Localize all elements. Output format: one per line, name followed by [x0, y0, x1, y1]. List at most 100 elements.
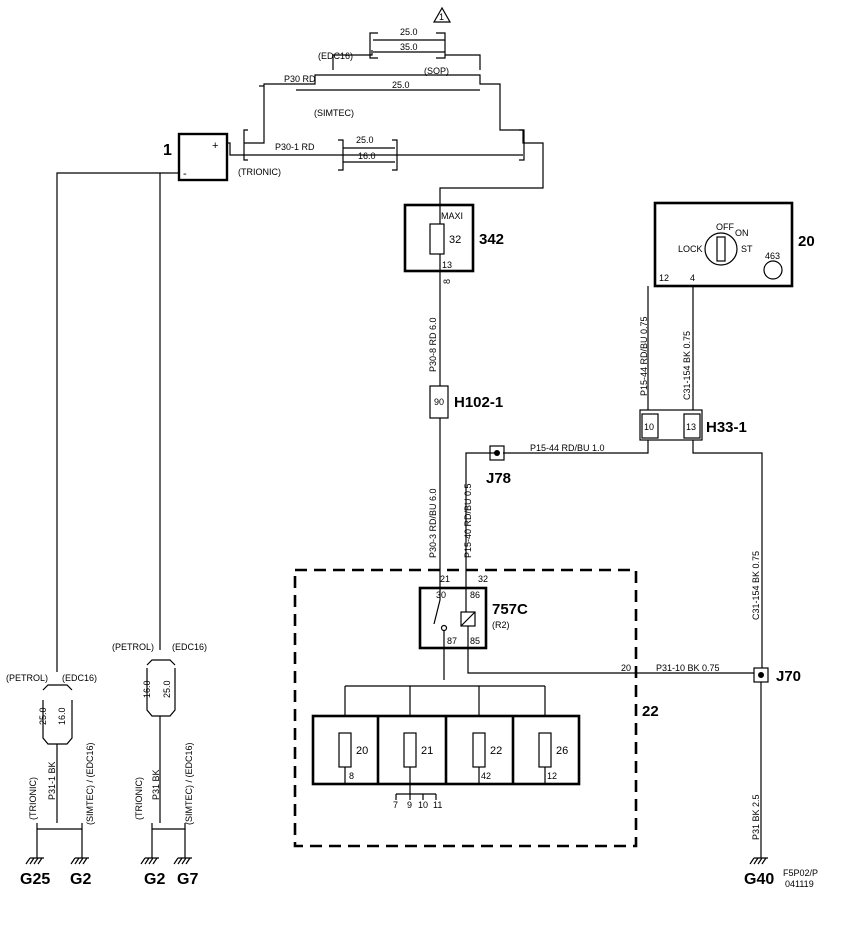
wire-size-16: 16.0: [358, 151, 376, 161]
wire-size-25b: 25.0: [392, 80, 410, 90]
fusebox-pin-32: 32: [478, 574, 488, 584]
wire-size-g25: 25.0: [38, 707, 48, 725]
variant-edc16-2: (EDC16): [172, 642, 207, 652]
variant-simtec-edc16-1: (SIMTEC) / (EDC16): [85, 742, 95, 825]
fuse-box-outline: [293, 568, 638, 848]
ground-g40: G40: [744, 871, 774, 888]
relay-p30: 30: [436, 590, 446, 600]
variant-sop: (SOP): [424, 66, 449, 76]
h33-pin-10: 10: [644, 422, 654, 432]
wire-p31-bk: P31 BK: [151, 769, 161, 800]
switch-pin-12: 12: [659, 273, 669, 283]
relay-757c: [418, 580, 754, 680]
note-number: 1: [439, 12, 444, 22]
variant-trionic-2: (TRIONIC): [134, 777, 144, 820]
wire-size-g25-2: 25.0: [162, 680, 172, 698]
h102-pin: 90: [434, 397, 444, 407]
wire-p31-10: P31-10 BK 0.75: [656, 663, 720, 673]
fusebox-pin-20: 20: [621, 663, 631, 673]
relay-sub: (R2): [492, 620, 510, 630]
h33-pin-13: 13: [686, 422, 696, 432]
maxi-label: MAXI: [441, 211, 463, 221]
switch-code: 463: [765, 251, 780, 261]
h102-name: H102-1: [454, 394, 503, 411]
maxi-pin-in: 32: [449, 234, 461, 246]
extra-pin-11: 11: [433, 800, 442, 810]
extra-pin-9: 9: [407, 800, 412, 810]
variant-trionic-1: (TRIONIC): [28, 777, 38, 820]
wire-p30-rd: P30 RD: [284, 74, 316, 84]
variant-edc16-1: (EDC16): [62, 673, 97, 683]
fuse-22: 22: [490, 745, 502, 757]
wire-c31-154: C31-154 BK 0.75: [682, 331, 692, 400]
fuse-26: 26: [556, 745, 568, 757]
relay-name: 757C: [492, 601, 528, 618]
variant-simtec-edc16-2: (SIMTEC) / (EDC16): [184, 742, 194, 825]
variant-petrol-1: (PETROL): [6, 673, 48, 683]
extra-pin-10: 10: [418, 800, 428, 810]
switch-number: 20: [798, 233, 815, 250]
variant-edc16-top: (EDC16): [318, 51, 353, 61]
maxi-fuse: [403, 203, 475, 273]
battery-variant: (TRIONIC): [238, 167, 281, 177]
junction-j78: [489, 445, 505, 461]
variant-petrol-2: (PETROL): [112, 642, 154, 652]
wire-p30-8: P30-8 RD 6.0: [428, 317, 438, 372]
ground-g7: G7: [177, 871, 198, 888]
wire-p15-44: P15-44 RD/BU 0.75: [639, 316, 649, 396]
relay-p86: 86: [470, 590, 480, 600]
wire-size-g16: 16.0: [57, 707, 67, 725]
fuse-box-number: 22: [642, 703, 659, 720]
relay-p87: 87: [447, 636, 457, 646]
relay-p85: 85: [470, 636, 480, 646]
wire-p31-bk-2-5: P31 BK 2.5: [751, 794, 761, 840]
wire-p30-8-pin: 8: [442, 279, 452, 284]
variant-simtec-top: (SIMTEC): [314, 108, 354, 118]
ground-g2-a: G2: [70, 871, 91, 888]
stamp-line-2: 041119: [785, 879, 814, 889]
fuse-pin-42: 42: [481, 771, 491, 781]
battery-minus: -: [183, 168, 187, 180]
ground-g2-b: G2: [144, 871, 165, 888]
wire-c31-154-b: C31-154 BK 0.75: [751, 551, 761, 620]
fuse-pin-8: 8: [349, 771, 354, 781]
fuse-row: [311, 685, 581, 800]
switch-off: OFF: [716, 222, 734, 232]
battery-number: 1: [163, 142, 172, 159]
ground-g25: G25: [20, 871, 50, 888]
junction-j70: [749, 667, 769, 865]
wire-size-35: 35.0: [400, 42, 418, 52]
wire-p15-40: P15-40 RD/BU 0.5: [463, 483, 473, 558]
left-ground-wiring: [25, 172, 192, 865]
battery-plus: +: [212, 140, 218, 152]
maxi-number: 342: [479, 231, 504, 248]
wire-p30-3: P30-3 RD/BU 6.0: [428, 488, 438, 558]
ignition-switch: [647, 201, 794, 410]
switch-lock: LOCK: [678, 244, 703, 254]
fuse-pin-12: 12: [547, 771, 557, 781]
switch-st: ST: [741, 244, 753, 254]
fuse-20: 20: [356, 745, 368, 757]
h33-name: H33-1: [706, 419, 747, 436]
wire-size-g16-2: 16.0: [142, 680, 152, 698]
connector-h102-1: [429, 385, 449, 419]
j78-label: J78: [486, 470, 511, 487]
wire-p15-44-h: P15-44 RD/BU 1.0: [530, 443, 605, 453]
stamp-line-1: F5P02/P: [783, 868, 818, 878]
wire-size-25c: 25.0: [356, 135, 374, 145]
fuse-21: 21: [421, 745, 433, 757]
j70-label: J70: [776, 668, 801, 685]
battery: [170, 132, 229, 182]
top-variant-wiring: [228, 6, 544, 210]
wire-size-25a: 25.0: [400, 27, 418, 37]
maxi-pin-out: 13: [442, 260, 452, 270]
switch-on: ON: [735, 228, 749, 238]
switch-pin-4: 4: [690, 273, 695, 283]
fusebox-pin-21: 21: [440, 574, 450, 584]
main-feed-wiring: [439, 271, 649, 580]
connector-h33-1: [639, 409, 763, 668]
wire-p30-1-rd: P30-1 RD: [275, 142, 315, 152]
extra-pin-7: 7: [393, 800, 398, 810]
wire-p31-1-bk: P31-1 BK: [47, 761, 57, 800]
